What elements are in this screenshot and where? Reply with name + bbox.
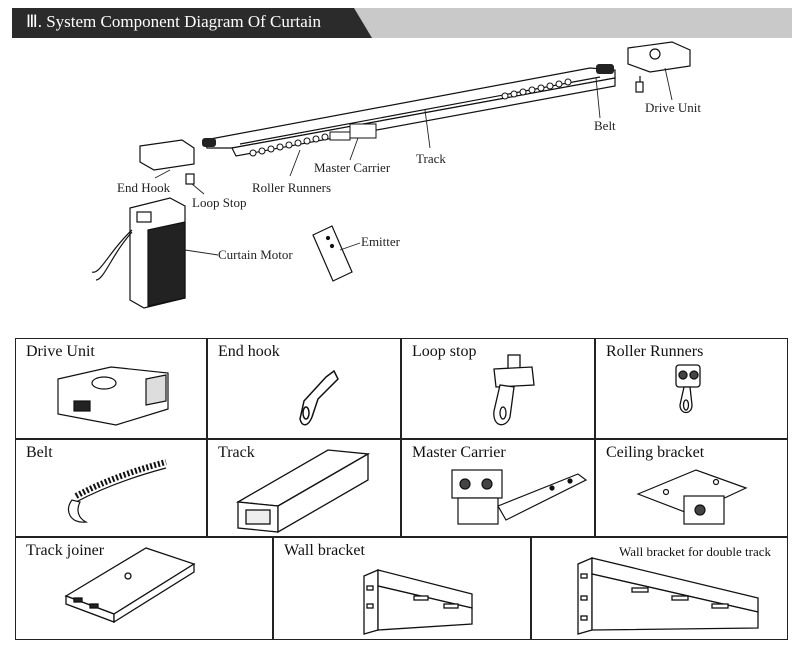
callout-end-hook: End Hook bbox=[117, 180, 170, 196]
curtain-motor-illustration bbox=[92, 198, 185, 308]
emitter-illustration bbox=[313, 226, 352, 281]
drive-unit-illustration bbox=[628, 42, 690, 92]
belt-detail-icon bbox=[16, 440, 206, 536]
part-cell-ceiling-bracket: Ceiling bracket bbox=[595, 439, 788, 537]
callout-track: Track bbox=[416, 151, 446, 167]
leader-lines bbox=[155, 68, 672, 255]
part-cell-master-carrier: Master Carrier bbox=[401, 439, 595, 537]
part-cell-track: Track bbox=[207, 439, 401, 537]
master-carrier-detail-icon bbox=[402, 440, 594, 536]
wall-bracket-detail-icon bbox=[274, 538, 530, 639]
system-diagram: Drive Unit Belt Track Master Carrier End… bbox=[0, 40, 798, 330]
callout-emitter: Emitter bbox=[361, 234, 400, 250]
part-cell-end-hook: End hook bbox=[207, 338, 401, 439]
part-cell-wall-bracket-double: Wall bracket for double track bbox=[531, 537, 788, 640]
callout-loop-stop: Loop Stop bbox=[192, 195, 247, 211]
callout-master-carrier: Master Carrier bbox=[314, 160, 390, 176]
track-detail-icon bbox=[208, 440, 400, 536]
drive-unit-detail-icon bbox=[16, 339, 206, 438]
ceiling-bracket-detail-icon bbox=[596, 440, 787, 536]
part-cell-roller-runners: Roller Runners bbox=[595, 338, 788, 439]
callout-belt: Belt bbox=[594, 118, 616, 134]
part-cell-loop-stop: Loop stop bbox=[401, 338, 595, 439]
track-joiner-detail-icon bbox=[16, 538, 272, 639]
wall-bracket-double-detail-icon bbox=[532, 538, 787, 639]
callout-drive-unit: Drive Unit bbox=[645, 100, 701, 116]
part-cell-belt: Belt bbox=[15, 439, 207, 537]
part-cell-track-joiner: Track joiner bbox=[15, 537, 273, 640]
part-cell-drive-unit: Drive Unit bbox=[15, 338, 207, 439]
end-hook-illustration bbox=[140, 140, 194, 184]
callout-roller-runners: Roller Runners bbox=[252, 180, 331, 196]
section-header: Ⅲ. System Component Diagram Of Curtain bbox=[12, 8, 792, 38]
section-title: Ⅲ. System Component Diagram Of Curtain bbox=[26, 12, 321, 32]
loop-stop-detail-icon bbox=[402, 339, 594, 438]
end-hook-detail-icon bbox=[208, 339, 400, 438]
callout-curtain-motor: Curtain Motor bbox=[218, 247, 293, 263]
parts-grid: Drive Unit End hook Loop stop bbox=[15, 338, 788, 640]
part-cell-wall-bracket: Wall bracket bbox=[273, 537, 531, 640]
track-illustration bbox=[205, 68, 615, 156]
roller-runners-detail-icon bbox=[596, 339, 787, 438]
